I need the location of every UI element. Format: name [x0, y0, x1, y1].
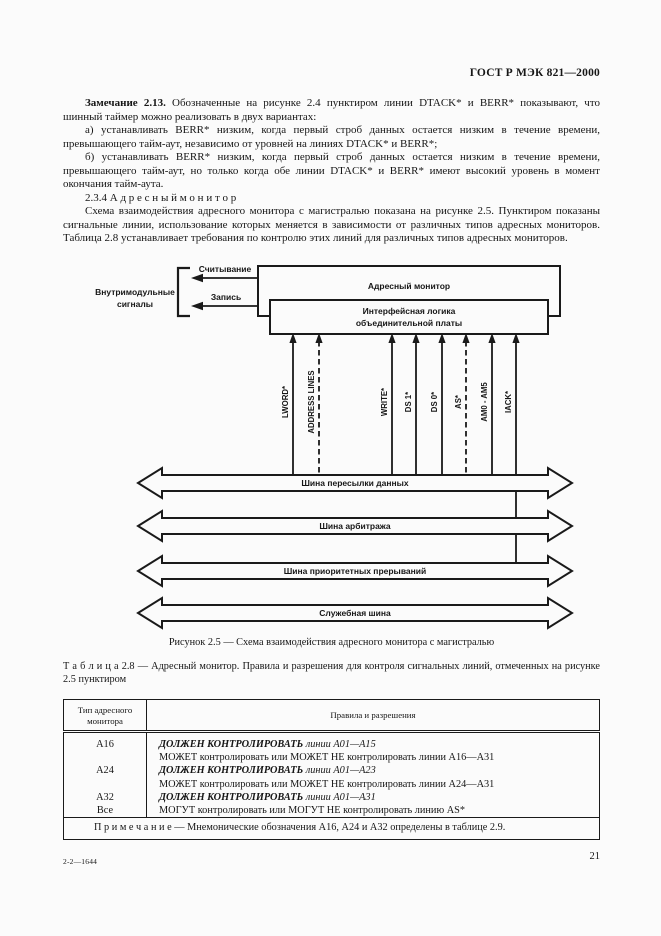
signal-label-lword: LWORD* [281, 385, 290, 418]
signal-label-ds0: DS 0* [430, 391, 439, 412]
table-row-a16: A16 ДОЛЖЕН КОНТРОЛИРОВАТЬ линии А01—А15 … [63, 731, 600, 765]
note-rest: Обозначенные на рисунке 2.4 пунктиром ли… [63, 97, 600, 123]
signal-label-write: WRITE* [380, 387, 389, 416]
signal-label-address-lines: ADDRESS LINES [307, 370, 316, 433]
rules-cell: ДОЛЖЕН КОНТРОЛИРОВАТЬ линии А01—А31 [147, 791, 600, 804]
interface-logic-label-line1: Интерфейсная логика [363, 306, 456, 316]
interface-logic-box [269, 299, 549, 335]
table-2-8: Тип адресного монитора Правила и разреше… [63, 699, 600, 841]
signal-arrowheads [289, 333, 520, 343]
monitor-type-cell: A24 [63, 764, 147, 791]
paragraph-item-b: б) устанавливать BERR* низким, когда пер… [63, 151, 600, 190]
paragraph-item-a: а) устанавливать BERR* низким, когда пер… [63, 124, 600, 150]
table-row-a32: A32 ДОЛЖЕН КОНТРОЛИРОВАТЬ линии А01—А31 [63, 790, 600, 805]
rule-must: ДОЛЖЕН КОНТРОЛИРОВАТЬ линии А01—А23 [159, 765, 376, 777]
write-arrow-label: Запись [211, 292, 241, 302]
arbitration-bus-label: Шина арбитража [319, 521, 391, 531]
priority-interrupt-bus-shape [136, 554, 574, 588]
utility-bus-shape [136, 596, 574, 630]
monitor-type-cell: A16 [63, 731, 147, 765]
rules-cell: ДОЛЖЕН КОНТРОЛИРОВАТЬ линии А01—А23 МОЖЕ… [147, 764, 600, 790]
page-number: 21 [589, 851, 601, 862]
note-lead: Замечание 2.13. [85, 97, 166, 109]
signal-label-iack: IACK* [504, 390, 513, 413]
table-note-row: П р и м е ч а н и е — Мнемонические обоз… [63, 817, 600, 840]
monitor-type-cell: A32 [63, 790, 147, 805]
rules-cell: МОГУТ контролировать или МОГУТ НЕ контро… [147, 804, 600, 818]
table-note: П р и м е ч а н и е — Мнемонические обоз… [63, 817, 600, 840]
table-row-a24: A24 ДОЛЖЕН КОНТРОЛИРОВАТЬ линии А01—А23 … [63, 764, 600, 791]
table-caption: Т а б л и ц а 2.8 — Адресный монитор. Пр… [63, 661, 600, 685]
standard-number-header: ГОСТ Р МЭК 821—2000 [469, 67, 600, 79]
address-monitor-label: Адресный монитор [368, 281, 450, 291]
table-header-row: Тип адресного монитора Правила и разреше… [63, 699, 600, 733]
paragraph-intro: Схема взаимодействия адресного монитора … [63, 205, 600, 244]
table-2-8-wrapper: Тип адресного монитора Правила и разреше… [63, 699, 600, 841]
print-order-number: 2-2—1644 [63, 857, 98, 866]
read-arrow-label: Считывание [199, 264, 252, 274]
internal-signals-label-line2: сигналы [117, 299, 153, 309]
section-heading-2-3-4: 2.3.4 А д р е с н ы й м о н и т о р [85, 191, 237, 204]
figure-caption: Рисунок 2.5 — Схема взаимодействия адрес… [168, 637, 495, 648]
bus-arrows [136, 466, 574, 630]
column-header-rules: Правила и разрешения [146, 699, 600, 733]
rule-may: МОГУТ контролировать или МОГУТ НЕ контро… [159, 805, 466, 817]
interface-logic-label-line2: объединительной платы [356, 318, 462, 328]
data-transfer-bus-shape [136, 466, 574, 500]
monitor-type-cell: Все [63, 804, 147, 818]
body-text: Замечание 2.13. Обозначенные на рисунке … [63, 97, 600, 246]
table-row-all: Все МОГУТ контролировать или МОГУТ НЕ ко… [63, 804, 600, 818]
read-arrow-head [191, 273, 203, 283]
paragraph-note-2-13: Замечание 2.13. Обозначенные на рисунке … [63, 97, 600, 124]
signal-label-as: AS* [454, 394, 463, 409]
data-transfer-bus-label: Шина пересылки данных [301, 478, 409, 488]
signal-lines [292, 341, 517, 568]
signal-label-ds1: DS 1* [404, 391, 413, 412]
rule-must: ДОЛЖЕН КОНТРОЛИРОВАТЬ линии А01—А15 [159, 739, 376, 750]
write-arrow-head [191, 301, 203, 311]
column-header-type: Тип адресного монитора [63, 699, 147, 733]
internal-signals-label-line1: Внутримодульные [95, 287, 175, 297]
rule-must: ДОЛЖЕН КОНТРОЛИРОВАТЬ линии А01—А31 [159, 791, 376, 803]
figure-2-5-diagram: Внутримодульные сигналы Считывание Запис… [95, 264, 574, 630]
signal-label-am: AM0 - AM5 [480, 382, 489, 422]
bracket-shape [176, 266, 190, 318]
priority-interrupt-bus-label: Шина приоритетных прерываний [284, 566, 427, 576]
rule-may: МОЖЕТ контролировать или МОЖЕТ НЕ контро… [159, 778, 495, 790]
utility-bus-label: Служебная шина [319, 608, 391, 618]
rules-cell: ДОЛЖЕН КОНТРОЛИРОВАТЬ линии А01—А15 МОЖЕ… [147, 732, 600, 765]
arbitration-bus-shape [136, 509, 574, 543]
rule-may: МОЖЕТ контролировать или МОЖЕТ НЕ контро… [159, 752, 495, 764]
